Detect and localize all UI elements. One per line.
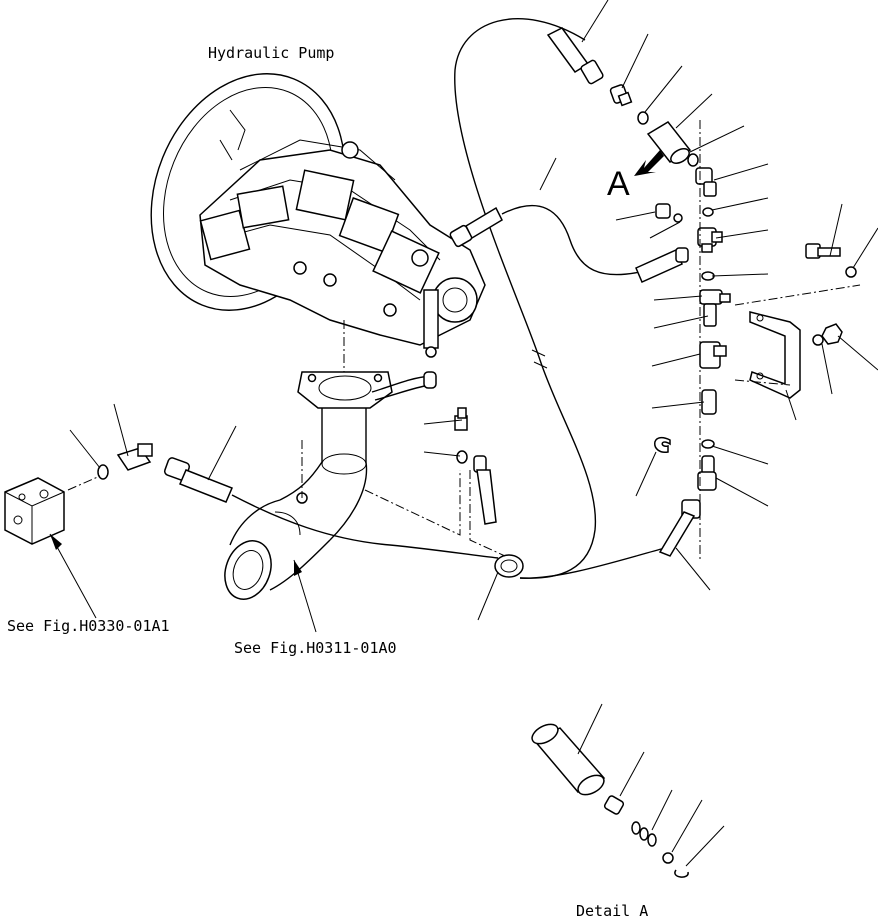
bolt-top (805, 243, 841, 259)
check-valve (699, 341, 727, 369)
swivel-joint (699, 289, 731, 327)
hose-clamp (494, 554, 524, 578)
arrow-icon (634, 150, 664, 176)
o-ring-5 (701, 439, 715, 449)
pump-outlet-hose (449, 204, 641, 276)
bracket (749, 311, 801, 399)
lower-hose (519, 547, 666, 579)
nipple-top (609, 84, 633, 107)
fig-ref-suction: See Fig.H0311-01A0 (234, 639, 397, 657)
detail-a-snap-ring (674, 869, 689, 878)
nut (821, 323, 843, 345)
leader-lines (49, 0, 878, 633)
o-ring-3 (702, 207, 714, 217)
center-hose-end (473, 455, 497, 525)
center-o-ring (456, 450, 468, 464)
detail-a-label: Detail A (576, 902, 648, 917)
adapter-mid (701, 389, 717, 415)
hose-end-left (163, 457, 499, 559)
pump-label: Hydraulic Pump (208, 44, 334, 62)
tee-fitting (697, 227, 723, 253)
detail-a-ring (662, 852, 674, 864)
o-ring (97, 464, 109, 480)
o-ring-2 (687, 153, 699, 167)
o-ring-1 (637, 111, 649, 125)
washer-top (845, 266, 857, 278)
hose-end-right (658, 499, 701, 557)
pump-return-hose (635, 247, 689, 283)
long-hose (454, 18, 597, 579)
view-a-label: A (607, 165, 630, 203)
plug-left (655, 203, 683, 223)
detail-a-spring (631, 821, 657, 847)
elbow-low (697, 455, 717, 491)
elbow-fitting (116, 443, 153, 471)
washer-low (812, 334, 824, 346)
u-clamp (654, 437, 671, 453)
upper-hose-end (546, 27, 604, 85)
fig-ref-valve: See Fig.H0330-01A1 (7, 617, 170, 635)
hydraulic-pump (150, 73, 486, 358)
center-elbow (454, 407, 468, 431)
suction-tube (224, 371, 437, 600)
detail-a-nipple (603, 795, 625, 815)
detail-a-sleeve (531, 723, 606, 796)
elbow-right (695, 167, 717, 197)
valve-block (4, 477, 65, 545)
sleeve-coupling (646, 121, 692, 164)
